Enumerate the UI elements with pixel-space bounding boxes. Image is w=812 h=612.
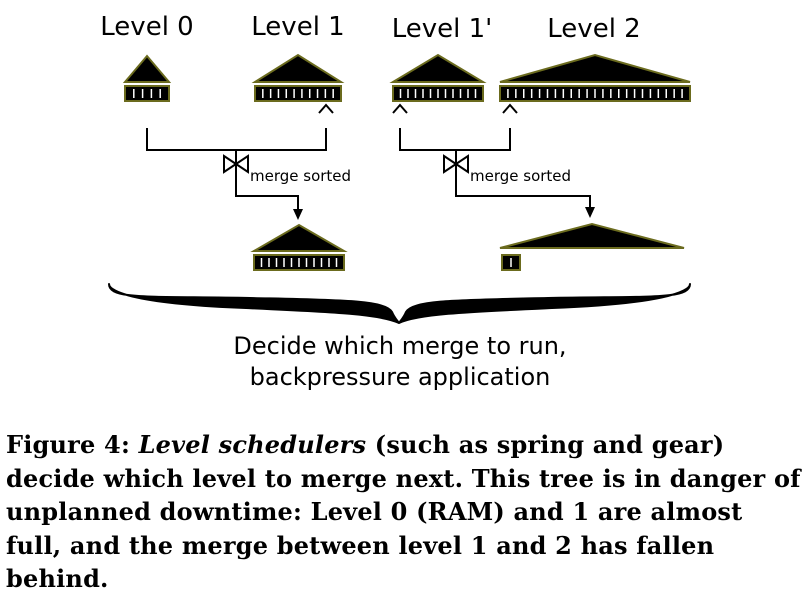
- level-2-read-cursor: [502, 103, 518, 114]
- figure-label: Figure 4:: [6, 430, 131, 459]
- merge-0-1-label: merge sorted: [250, 167, 351, 185]
- level-1-prime-read-cursor: [392, 103, 408, 114]
- level-2-label: Level 2: [547, 14, 640, 44]
- scheduler-text-line-2: backpressure application: [250, 363, 551, 391]
- block-separators: [133, 89, 161, 98]
- block-separators: [262, 89, 334, 98]
- merge-0-1-arrowhead: [293, 209, 303, 220]
- level-1-read-cursor: [318, 103, 334, 114]
- merge-0-1-valve-icon: [223, 154, 249, 174]
- level-1-prime-tree: [389, 53, 487, 114]
- scheduler-curly-brace: [108, 283, 691, 324]
- block-separators: [507, 89, 683, 98]
- level-2-tree: [499, 53, 691, 114]
- merge-1-2-connector: [399, 128, 591, 214]
- merge-1-2-arrowhead: [585, 207, 595, 218]
- merge-0-1-connector: [146, 128, 327, 216]
- merge-1-2-output-tree: [499, 222, 685, 271]
- level-1-prime-label: Level 1': [392, 14, 493, 44]
- level-1-blocks: [254, 85, 342, 102]
- merge-0-1-output-tree: [250, 223, 348, 271]
- figure-term: Level schedulers: [138, 430, 367, 459]
- lsm-merge-diagram: Level 0 Level 1 Level 1' Level 2 merge s…: [100, 12, 691, 391]
- block-separators: [399, 89, 477, 98]
- level-0-blocks: [124, 85, 170, 102]
- scheduler-text-line-1: Decide which merge to run,: [233, 332, 566, 360]
- level-0-label: Level 0: [100, 12, 193, 42]
- block-separators: [260, 258, 338, 267]
- level-1-label: Level 1: [251, 12, 344, 42]
- figure-caption-text: (such as spring and gear) decide which l…: [6, 430, 801, 593]
- figure-caption: Figure 4: Level schedulers (such as spri…: [6, 428, 802, 596]
- level-0-tree: [122, 54, 172, 102]
- level-1-tree: [251, 53, 345, 114]
- merge-1-2-label: merge sorted: [470, 167, 571, 185]
- merge-1-2-valve-icon: [443, 154, 469, 174]
